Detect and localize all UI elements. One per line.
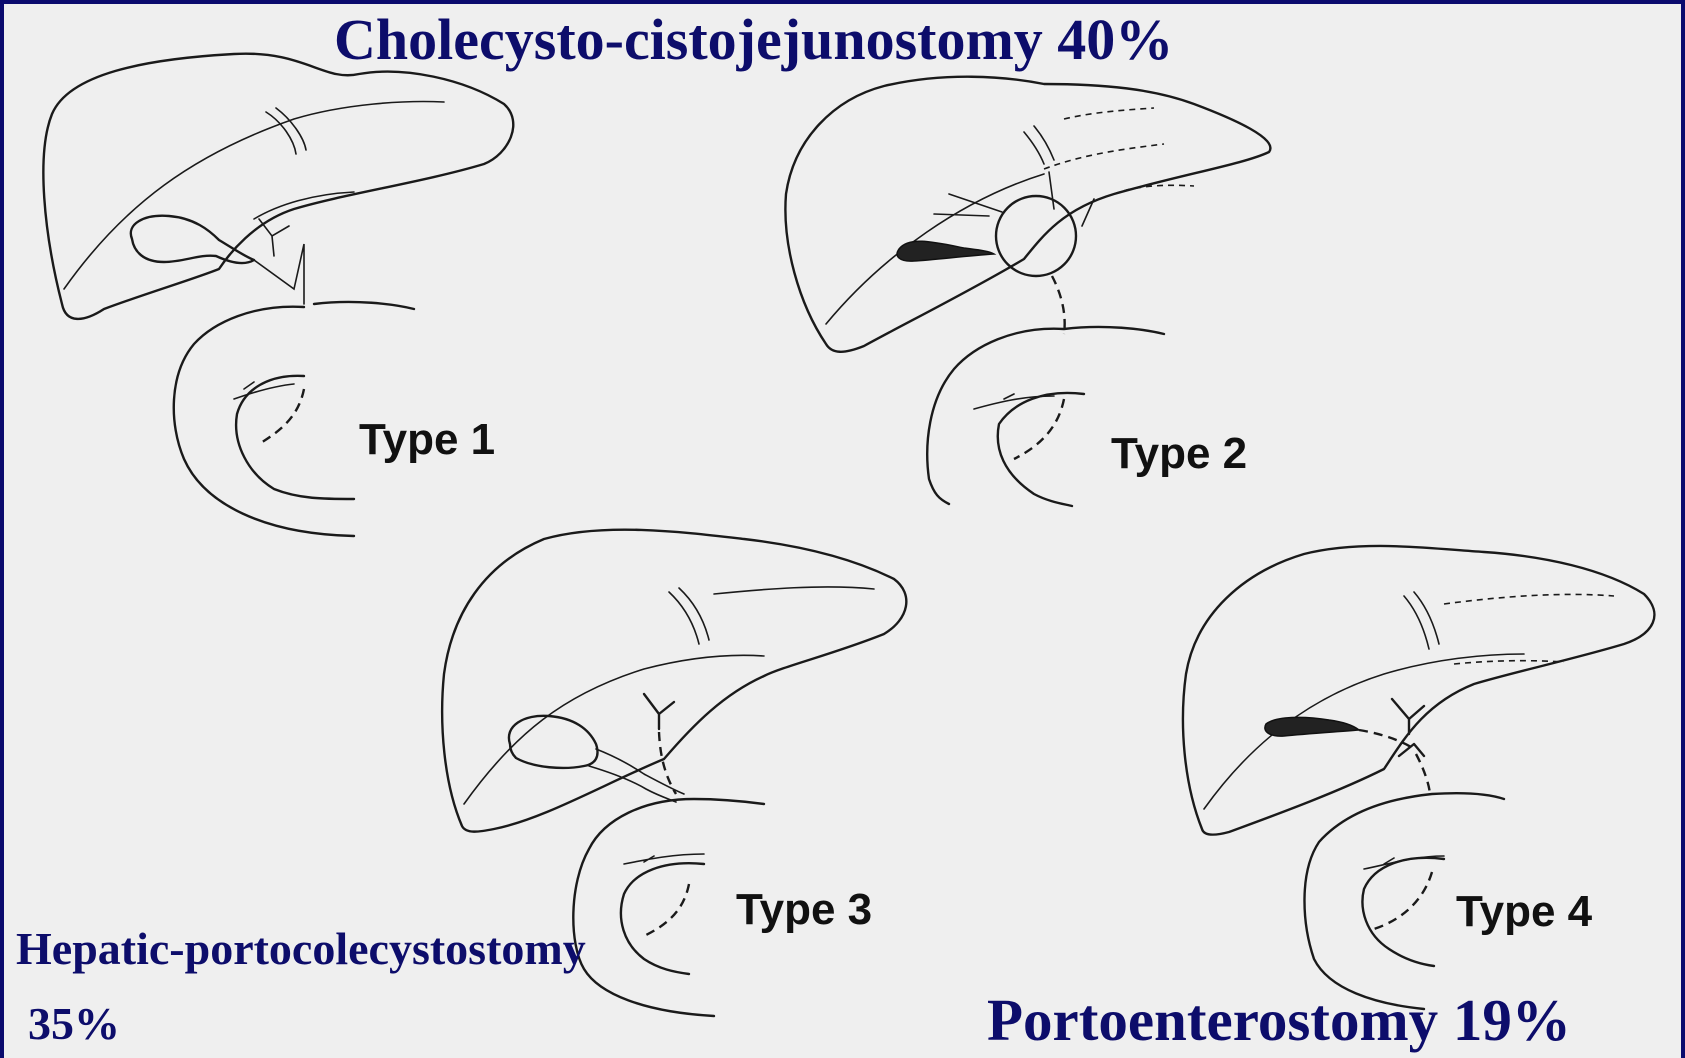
type-3-liver-outline: [442, 530, 906, 832]
type-2-common-duct: [1052, 276, 1065, 334]
type-2-duodenum-inner: [998, 393, 1084, 506]
type-4-liver-outline: [1183, 546, 1654, 835]
type-4-ligament: [1404, 592, 1439, 649]
type-2-hepatic-duct: [897, 241, 994, 261]
type-3-fissure: [714, 587, 874, 594]
type-2-label: Type 2: [1111, 429, 1247, 478]
title-portoenterostomy: Portoenterostomy 19%: [987, 986, 1571, 1055]
type-3-label: Type 3: [736, 885, 872, 934]
type-1-diagram: Type 1: [43, 54, 513, 536]
type-4-pancreatic-duct: [1374, 872, 1432, 929]
type-1-bile-ducts: [254, 219, 304, 304]
type-1-label: Type 1: [359, 415, 495, 464]
type-3-cystic-duct: [589, 749, 684, 802]
type-2-ligament: [1024, 126, 1054, 164]
type-1-duodenum-inner: [236, 376, 354, 499]
type-1-pancreas: [234, 382, 294, 399]
type-1-ligament: [266, 108, 306, 154]
type-3-hepatic-y: [644, 694, 674, 729]
type-4-common-duct: [1416, 754, 1430, 794]
type-1-gallbladder: [131, 216, 254, 263]
type-2-cyst: [996, 196, 1076, 276]
type-4-diagram: Type 4: [1183, 546, 1654, 1009]
type-1-liver-outline: [43, 54, 513, 319]
type-3-common-duct: [659, 732, 676, 794]
type-4-hepatic-duct: [1265, 717, 1359, 736]
type-2-liver-outline: [785, 77, 1270, 352]
type-3-ligament: [669, 588, 709, 644]
type-2-portal-lines: [934, 172, 1094, 226]
type-2-pancreatic-duct: [1014, 399, 1064, 459]
title-hepatic-percentage: 35%: [28, 997, 120, 1050]
type-3-gallbladder: [509, 716, 598, 768]
slide-canvas: Type 1 Type 2: [4, 4, 1681, 1058]
type-3-duodenum-inner: [621, 863, 704, 974]
biliary-diagram-figure: Type 1 Type 2: [4, 4, 1681, 1058]
type-4-label: Type 4: [1456, 887, 1593, 936]
title-hepatic-portocolecystostomy: Hepatic-portocolecystostomy: [16, 922, 586, 975]
type-4-hepatic-y: [1392, 699, 1424, 756]
title-cholecysto-cistojejunostomy: Cholecysto-cistojejunostomy 40%: [334, 6, 1173, 73]
type-2-pancreas: [974, 394, 1054, 409]
type-2-diagram: Type 2: [785, 77, 1270, 506]
type-2-fissures: [1044, 108, 1194, 194]
type-3-pancreatic-duct: [644, 884, 689, 936]
type-1-pancreatic-duct: [259, 389, 304, 444]
